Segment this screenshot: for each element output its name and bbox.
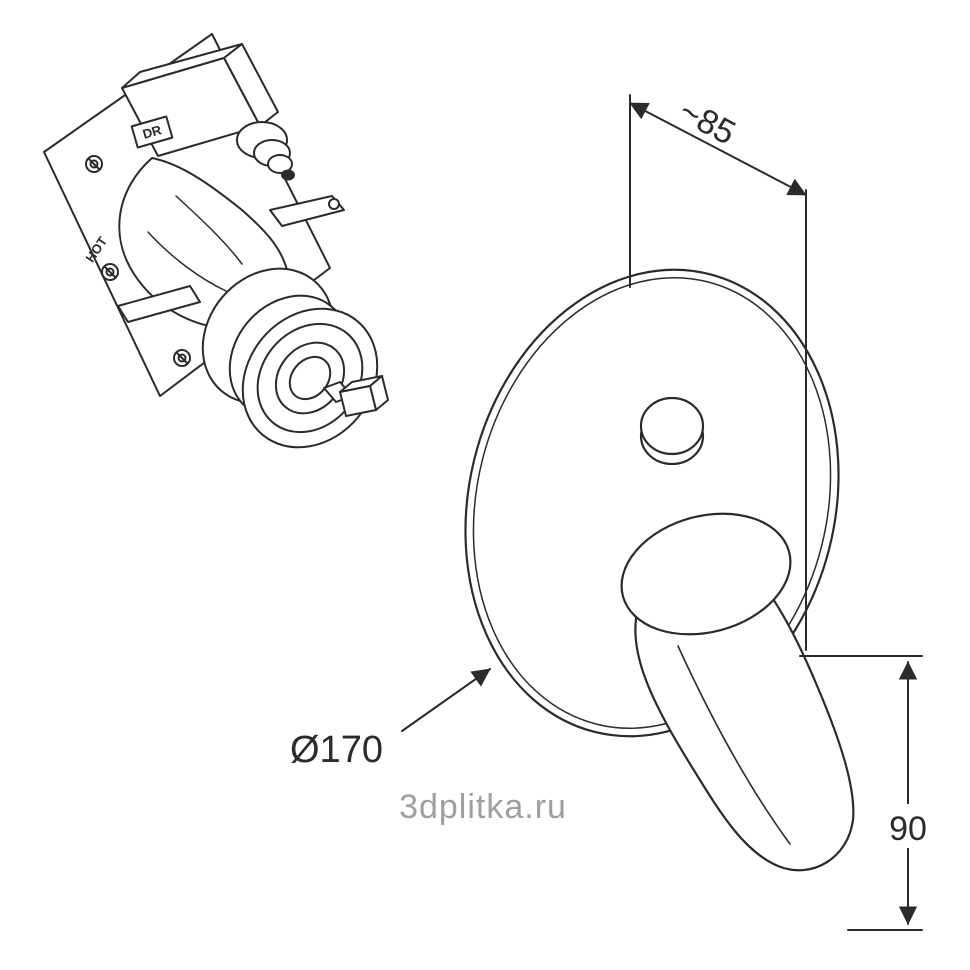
lower-cartridge: [201, 267, 379, 449]
spindle-tip: [323, 375, 389, 417]
mounting-screw: [101, 263, 119, 281]
lower-bar: [117, 285, 201, 323]
diverter-knob: [639, 396, 705, 466]
dim-diameter-leader: [401, 668, 491, 732]
upper-cartridge-stem: [236, 121, 295, 181]
handle-boss: [620, 512, 792, 636]
dim-diameter: Ø170: [290, 668, 491, 771]
dim-depth-label: ~85: [673, 92, 742, 153]
dim-height-label: 90: [889, 810, 927, 848]
concealed-valve-assembly: DR HOT: [43, 33, 389, 449]
dr-label: DR: [141, 122, 164, 142]
handle-ridge: [677, 645, 791, 845]
mounting-screw: [85, 155, 103, 173]
mounting-screw: [173, 349, 191, 367]
dr-label-plate: DR: [130, 115, 174, 149]
dim-diameter-label: Ø170: [290, 729, 383, 771]
dim-height: 90: [799, 655, 934, 931]
watermark: 3dplitka.ru: [399, 788, 567, 826]
bracket-arm: [269, 195, 345, 227]
dim-depth-arrow-line: [629, 102, 807, 196]
mixer-handle: [620, 512, 855, 872]
